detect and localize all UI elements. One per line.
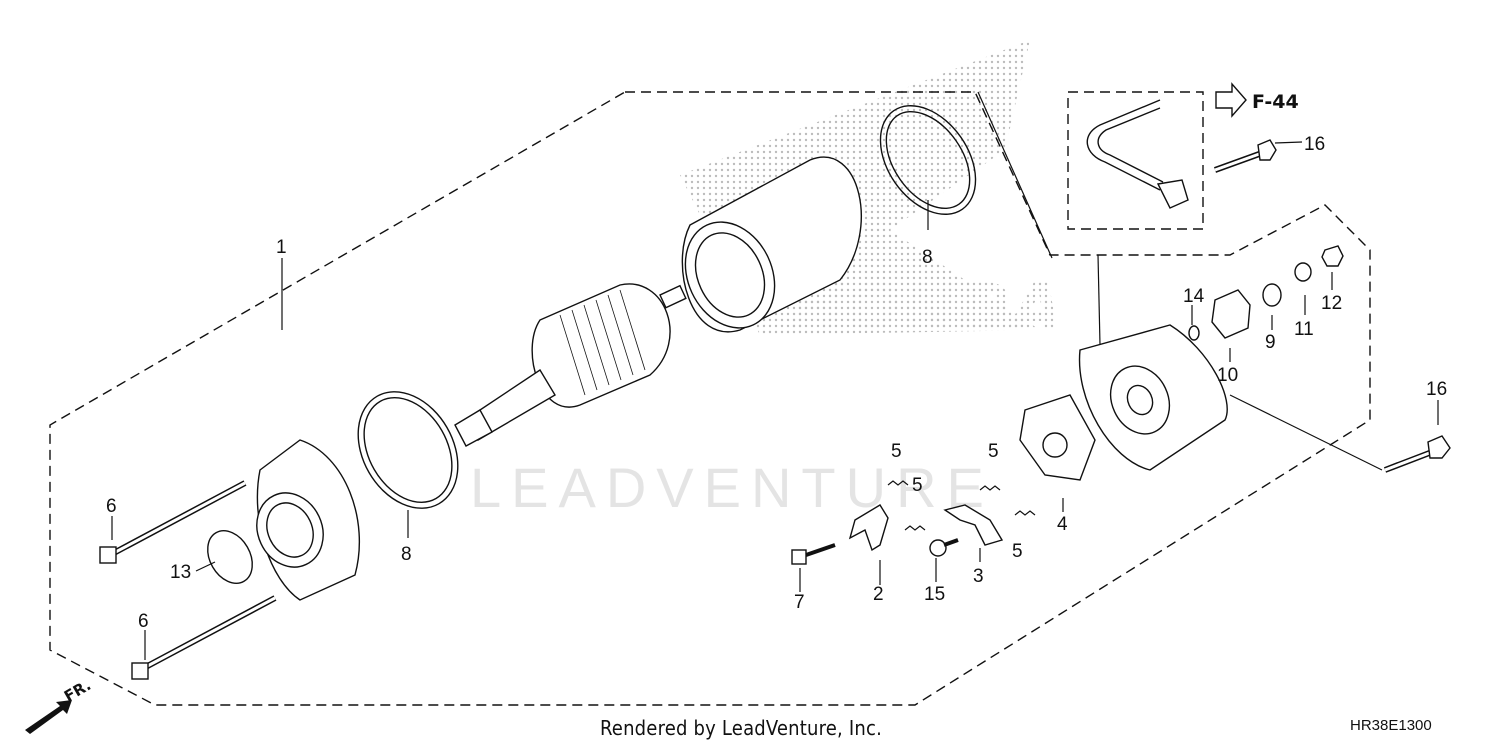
callout-5-a: 5 [891,441,902,462]
assembly-boundary [49,91,1371,706]
leadventure-watermark: LEADVENTURE [470,456,994,519]
callout-3: 3 [973,566,984,587]
reference-arrow [1215,82,1247,118]
callout-15: 15 [924,584,945,605]
footer-credit: Rendered by LeadVenture, Inc. [600,716,882,740]
callout-16-lower: 16 [1426,379,1447,400]
callout-9: 9 [1265,332,1276,353]
bolt-16-lower [1383,435,1451,473]
callout-11: 11 [1294,319,1314,340]
parts [99,82,1451,680]
o-ring-small [207,530,253,584]
o-ring-upper [879,105,977,215]
front-direction-arrow: FR. [25,676,94,734]
leader-lines [111,91,1439,660]
o-ring-lower [357,391,459,509]
brush-springs [887,480,1036,531]
motor-yoke [681,156,862,333]
callout-12: 12 [1321,293,1342,314]
callout-8-upper: 8 [922,247,933,268]
starter-cable [1086,99,1189,209]
washer-14 [1188,325,1200,341]
callout-2: 2 [873,584,884,605]
brush-set-3 [943,504,1004,546]
callout-6-lower: 6 [138,611,149,632]
callout-8-lower: 8 [401,544,412,565]
through-bolt-lower [131,595,277,680]
callout-7: 7 [794,592,805,613]
callout-1: 1 [276,237,287,258]
callout-4: 4 [1057,514,1068,535]
callout-5-b: 5 [912,475,923,496]
callout-10: 10 [1217,365,1238,386]
callout-6-upper: 6 [106,496,117,517]
reference-label: F-44 [1252,91,1299,113]
nut-12 [1321,245,1344,267]
callout-5-c: 5 [988,441,999,462]
rear-cover [1078,324,1228,471]
screw-7 [791,543,836,565]
callout-5-d: 5 [1012,541,1023,562]
callout-labels: 1 8 8 6 6 13 7 2 5 5 15 3 5 5 4 14 9 10 … [106,134,1447,632]
callout-16-upper: 16 [1304,134,1325,155]
washer-11 [1294,262,1312,282]
brush-set-2 [848,504,889,552]
callout-13: 13 [170,562,191,583]
front-cover [256,439,361,601]
through-bolt-upper [99,480,247,564]
nut-10 [1211,289,1251,339]
diagram-code: HR38E1300 [1350,717,1432,734]
armature [454,283,687,447]
washer-9 [1262,283,1282,307]
callout-14: 14 [1183,286,1205,307]
bolt-16-upper [1213,139,1277,173]
brush-holder [1019,394,1096,481]
screw-15 [929,538,959,557]
